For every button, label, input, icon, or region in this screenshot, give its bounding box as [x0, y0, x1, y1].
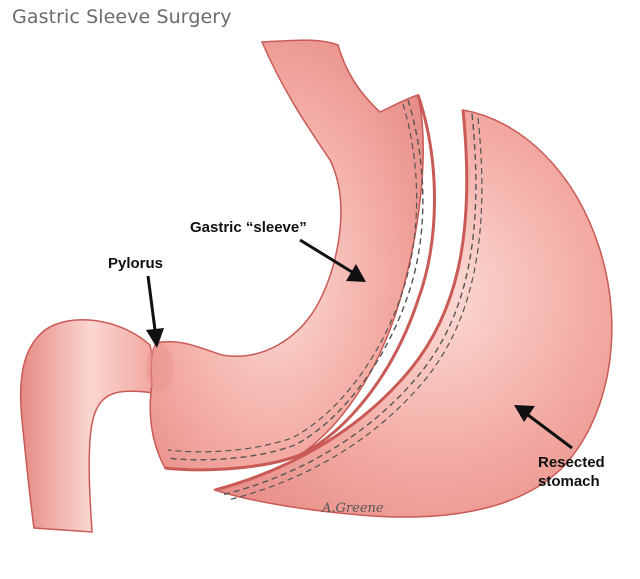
label-gastric-sleeve: Gastric “sleeve”: [190, 219, 307, 236]
arrow-resected: [514, 405, 573, 450]
pylorus-bulge: [146, 344, 174, 392]
label-resected-line2: stomach: [538, 473, 600, 490]
label-pylorus: Pylorus: [108, 255, 163, 272]
arrow-pylorus: [146, 275, 164, 348]
artist-signature: A.Greene: [321, 501, 384, 516]
resected-cut-edge: [214, 109, 469, 492]
sleeve-staple-line: [166, 99, 424, 461]
arrow-sleeve: [299, 238, 366, 282]
sleeve-cut-edge: [164, 94, 436, 472]
duodenum: [19, 319, 161, 533]
resected-staple-line: [221, 113, 477, 496]
label-resected-line1: Resected: [538, 454, 605, 471]
page-title: Gastric Sleeve Surgery: [12, 6, 232, 28]
